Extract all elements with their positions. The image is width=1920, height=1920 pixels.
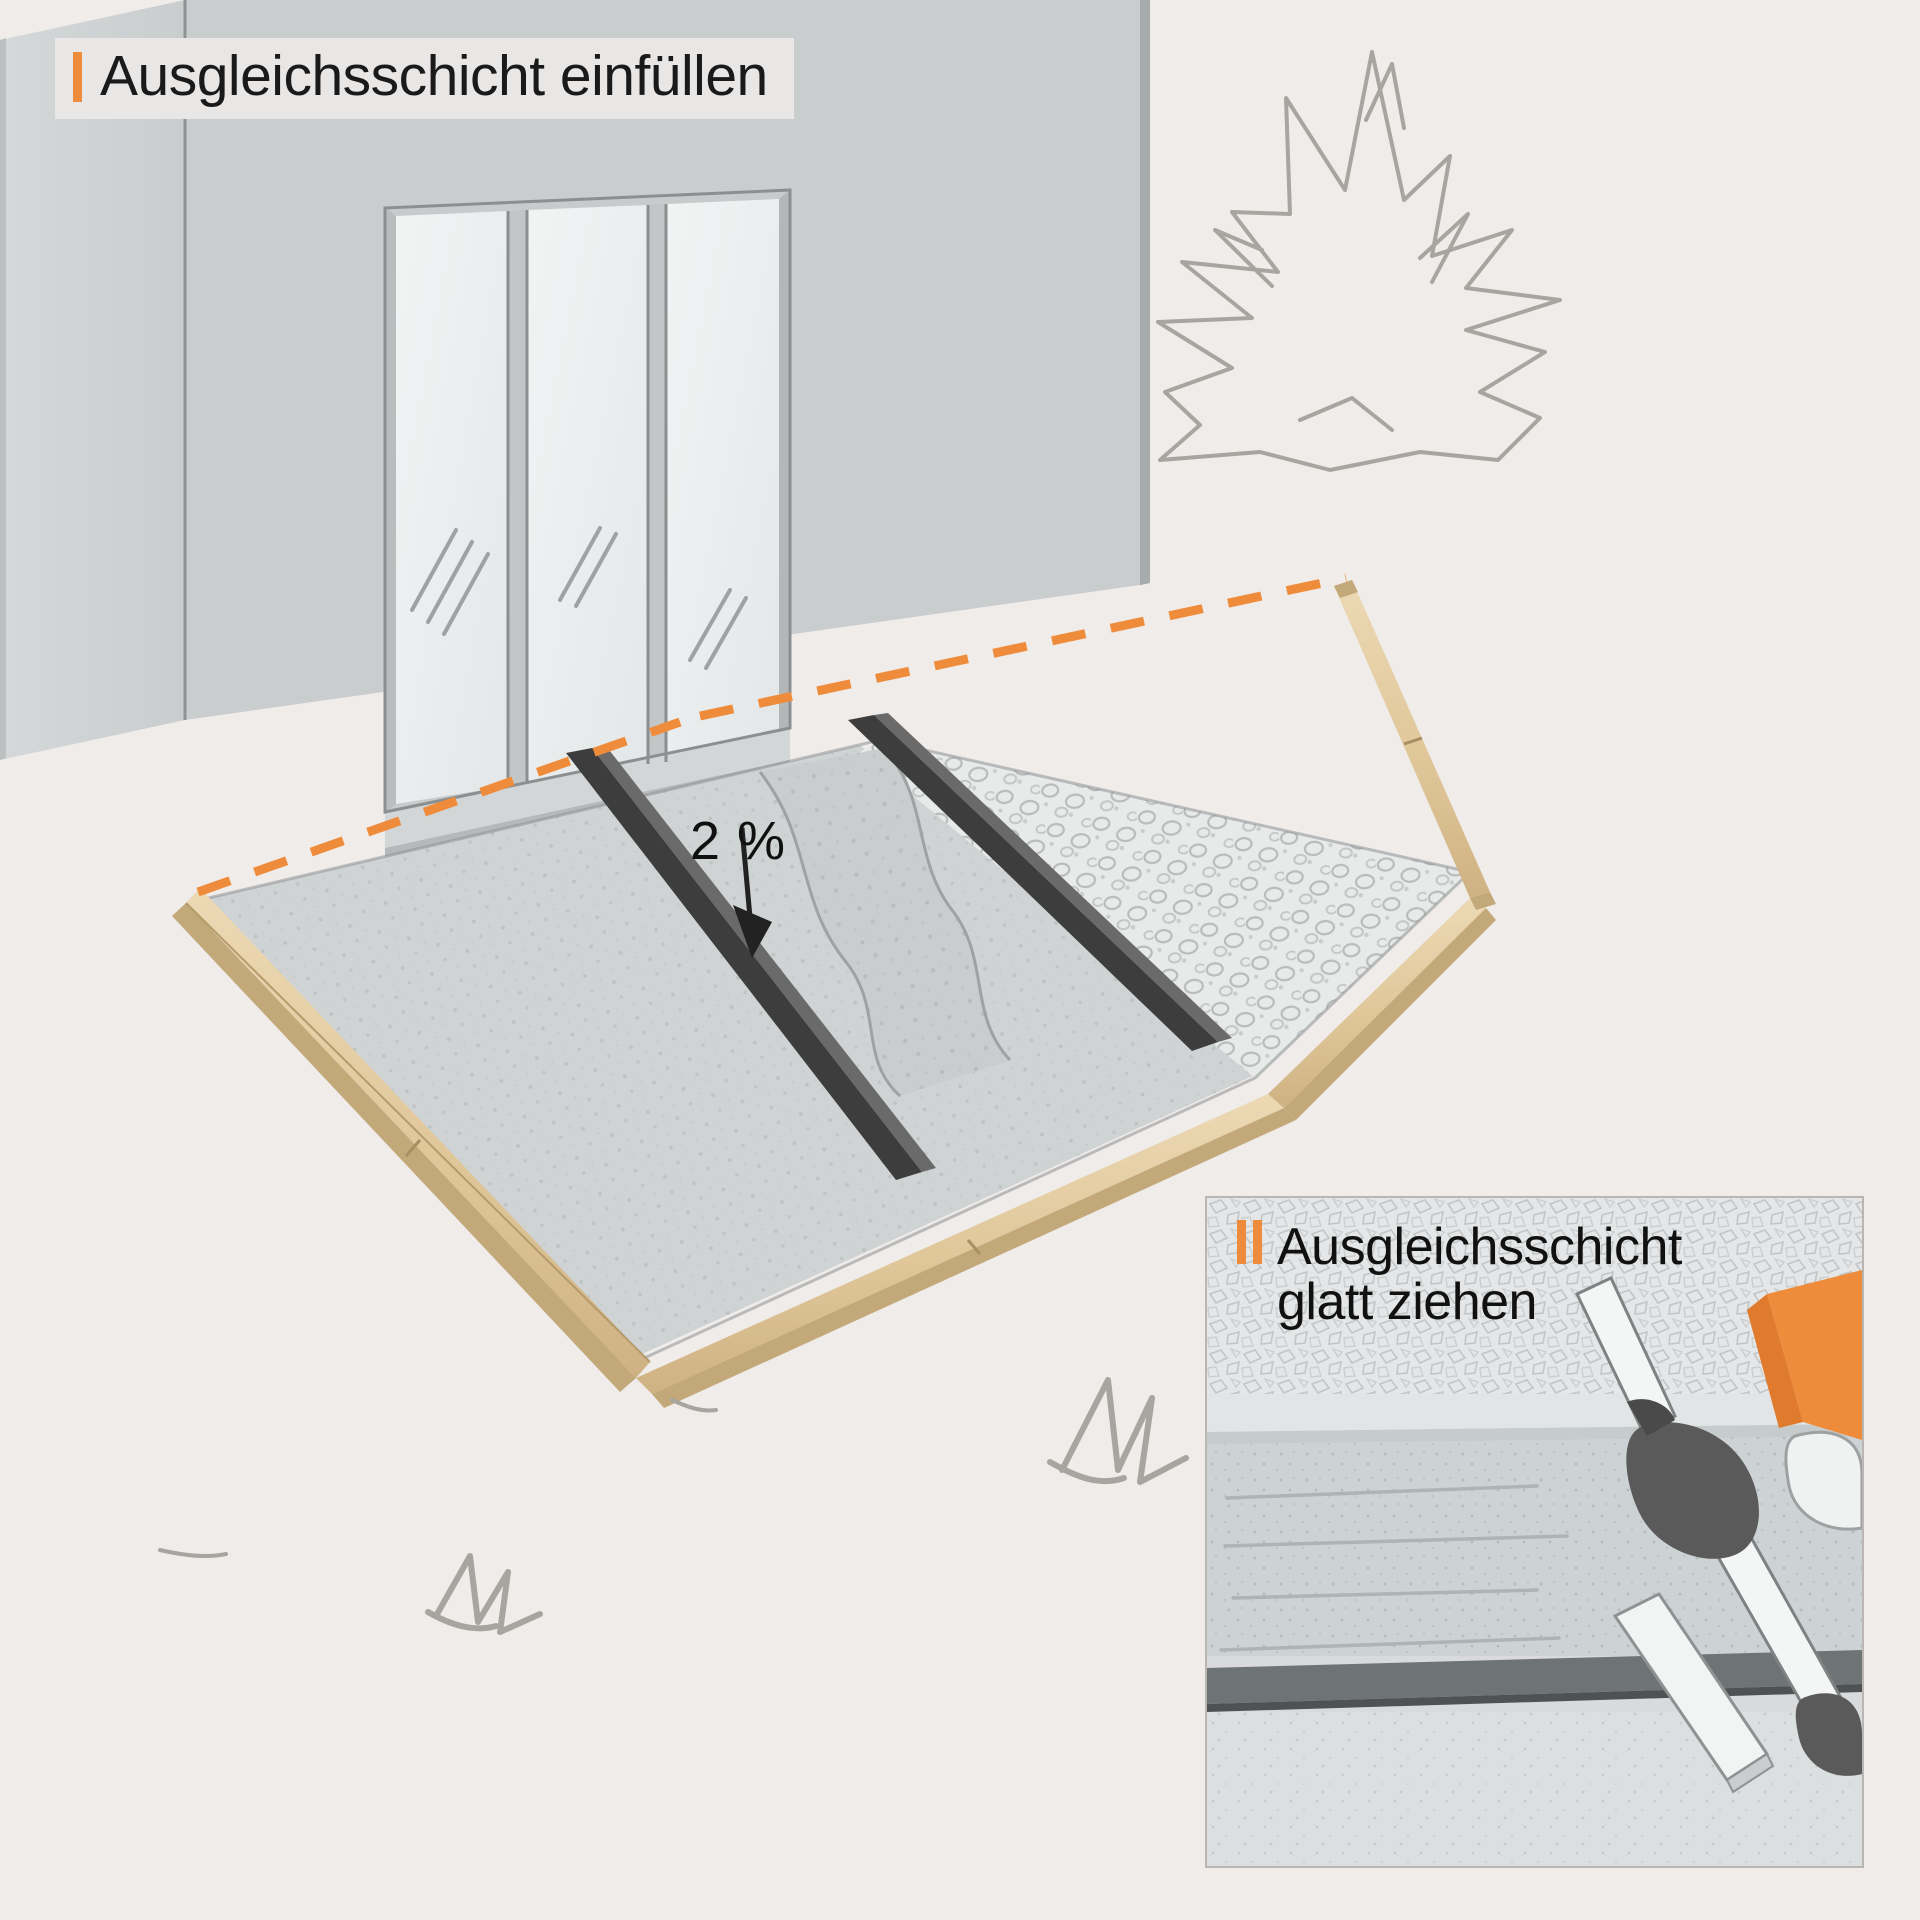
screed-board-tool [1612,1592,1775,1794]
step-two-title-line-2: glatt ziehen [1277,1273,1537,1332]
wall-right-section [1140,0,1150,585]
sliding-glass-door [383,188,792,860]
slope-arrow-icon [733,827,772,958]
inset-finished-surface [1207,1712,1862,1866]
slope-label: 2 % [690,811,787,871]
worker-clothing [1747,1270,1862,1440]
grass-tufts [158,1377,1189,1635]
inset-illustration [1207,1198,1862,1866]
step-two-title: Ausgleichsschicht glatt ziehen [1277,1218,1682,1332]
step-one-title: Ausgleichsschicht einfüllen [100,44,768,108]
left-wall [0,0,187,760]
wooden-edging-boards [172,580,1496,1408]
glass-reflection [410,526,748,670]
worker-glove [1626,1399,1759,1559]
screed-rails [566,713,1232,1180]
step-two-title-block: Ausgleichsschicht glatt ziehen [1237,1218,1852,1332]
step-two-inset-panel: Ausgleichsschicht glatt ziehen [1205,1196,1864,1868]
worker-shoe [1784,1430,1862,1531]
step-one-title-banner: Ausgleichsschicht einfüllen [55,38,794,119]
step-two-title-line-1: Ausgleichsschicht [1277,1218,1682,1276]
shrub-sketch [1156,50,1562,472]
worker-glove-second [1795,1693,1862,1776]
reference-dashed-line [196,573,1347,897]
step-one-marker [73,51,82,102]
inset-gravel-band [1207,1198,1862,1394]
step-two-marker [1237,1220,1262,1264]
